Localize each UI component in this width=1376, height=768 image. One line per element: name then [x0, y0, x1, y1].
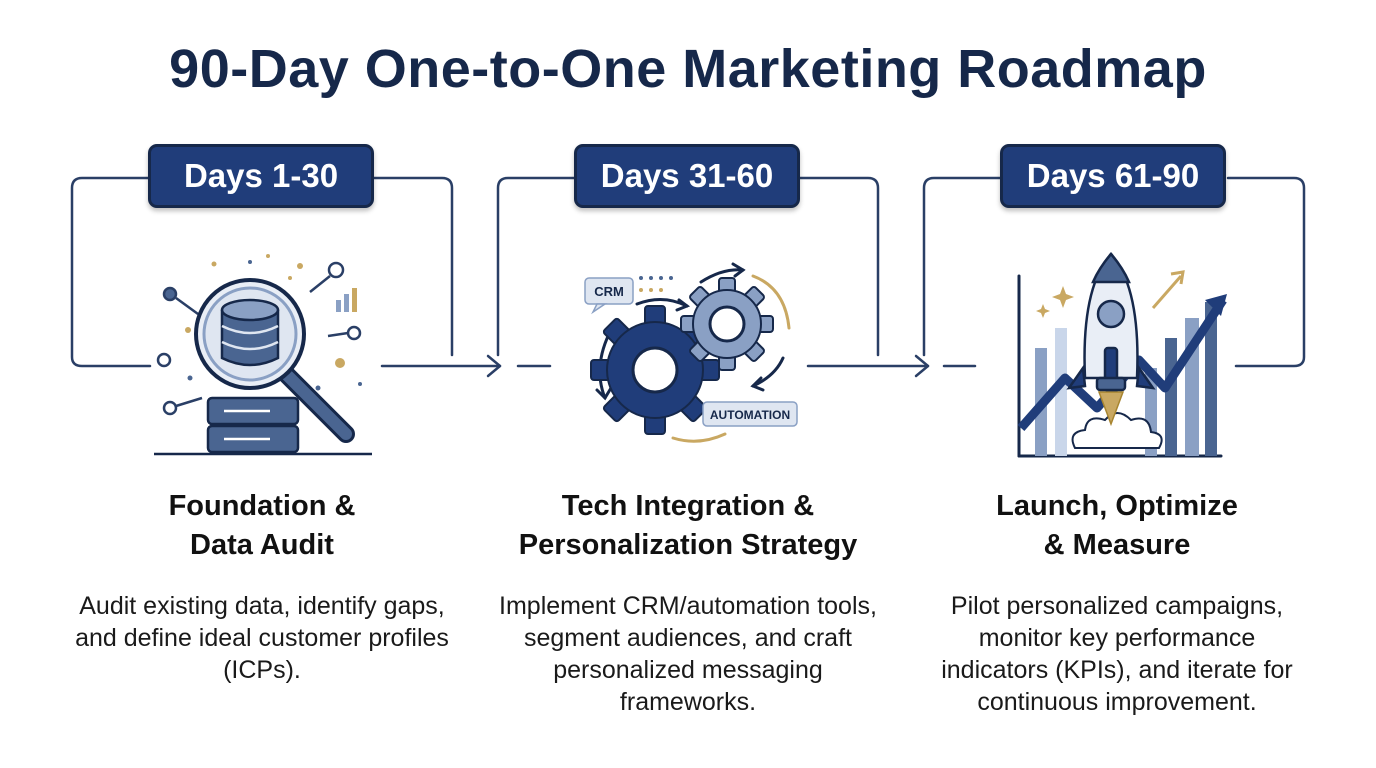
phase-2-title-line-1: Tech Integration & [561, 490, 815, 522]
phase-3-description: Pilot personalized campaigns, monitor ke… [941, 592, 1293, 716]
phase-3-title-line-1: Launch, Optimize [996, 490, 1238, 522]
phase-2-title-line-2: Personalization Strategy [518, 529, 858, 561]
automation-label: AUTOMATION [710, 408, 790, 422]
phase-2-badge: Days 31-60 [574, 144, 800, 208]
rocket-growth-chart-icon [1017, 252, 1227, 458]
phase-3-title: Launch, Optimize & Measure [907, 487, 1327, 565]
phase-2-description: Implement CRM/automation tools, segment … [499, 592, 877, 716]
database-magnifier-icon [154, 254, 372, 456]
crm-label: CRM [594, 284, 624, 299]
crm-chip: CRM [584, 277, 634, 315]
phase-1-title-line-2: Data Audit [190, 529, 334, 561]
page-title: 90-Day One-to-One Marketing Roadmap [169, 39, 1207, 99]
phase-2-title: Tech Integration & Personalization Strat… [478, 487, 898, 565]
phase-3-badge: Days 61-90 [1000, 144, 1226, 208]
phase-1-title-line-1: Foundation & [168, 490, 356, 522]
phase-1-title: Foundation & Data Audit [52, 487, 472, 565]
phase-1-badge: Days 1-30 [148, 144, 374, 208]
phase-1-description: Audit existing data, identify gaps, and … [75, 592, 449, 684]
gears-icon: CRM [584, 262, 798, 443]
automation-chip: AUTOMATION [702, 401, 798, 427]
phase-3-title-line-2: & Measure [1043, 529, 1191, 561]
